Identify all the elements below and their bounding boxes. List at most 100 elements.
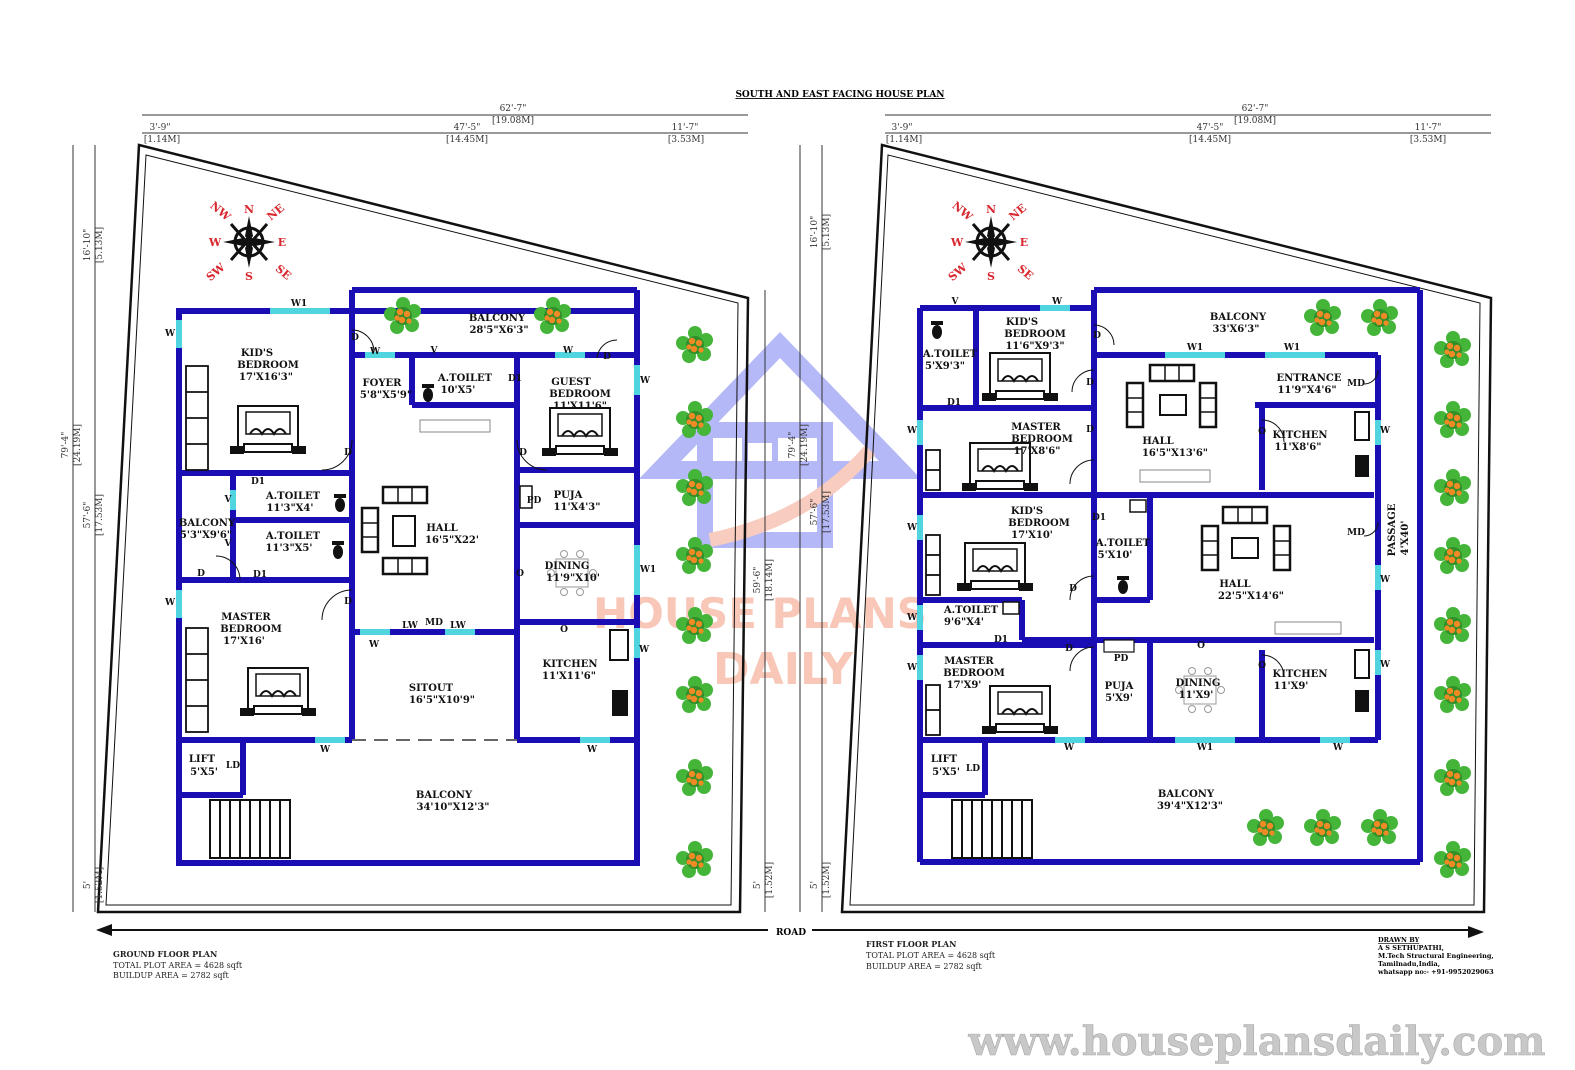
gf-mark-lw-1: LW bbox=[402, 621, 419, 631]
gf-mark-w-left2: W bbox=[164, 598, 176, 608]
gf-dim-vbot-m: [1.52M] bbox=[95, 867, 105, 903]
ff-hall-main-size: 22'5"X14'6" bbox=[1218, 591, 1284, 602]
ff-passage-size: 4'X40' bbox=[1400, 521, 1411, 556]
ff-dim-vtop: 16'-10" bbox=[810, 216, 820, 249]
ff-dim-left: 3'-9" bbox=[891, 123, 912, 133]
gf-balcony-top: BALCONY bbox=[469, 313, 526, 324]
ff-compass-w: W bbox=[950, 236, 964, 249]
gf-sitout-size: 16'5"X10'9" bbox=[409, 695, 475, 706]
ff-kids-bedroom-mid: KID'S bbox=[1011, 506, 1043, 517]
ff-caption: FIRST FLOOR PLAN bbox=[866, 939, 956, 949]
ff-mark-o-kitchen: O bbox=[1258, 427, 1266, 437]
gf-dim-vtotal-m: [24.19M] bbox=[73, 424, 83, 466]
gf-doors bbox=[215, 329, 618, 621]
ff-dim-vbot: 5' bbox=[810, 881, 820, 889]
gf-dim-vtop-m: [5.13M] bbox=[95, 227, 105, 263]
watermark-line1: HOUSE PLANS bbox=[593, 589, 927, 638]
ff-buildup-area: BUILDUP AREA = 2782 sqft bbox=[866, 962, 982, 971]
ff-dim-right-m: [3.53M] bbox=[1410, 135, 1446, 145]
gf-hall: HALL bbox=[426, 523, 457, 534]
ff-entrance: ENTRANCE bbox=[1277, 373, 1342, 384]
ff-balcony-bottom-size: 39'4"X12'3" bbox=[1157, 801, 1223, 812]
gf-compass-nw: NW bbox=[207, 199, 233, 224]
ff-balcony-top-size: 33'X6'3" bbox=[1213, 324, 1260, 335]
gf-dim-vmid: 57'-6" bbox=[83, 502, 93, 529]
ff-mark-md-entrance: MD bbox=[1347, 379, 1365, 389]
ff-kitchen-top-size: 11'X8'6" bbox=[1275, 442, 1322, 453]
gf-dining-size: 11'9"X10' bbox=[546, 573, 600, 584]
ff-mark-w-left-d: W bbox=[906, 663, 918, 673]
ff-dining-size: 11'X9' bbox=[1179, 690, 1214, 701]
ff-mark-d-kid-mid: D bbox=[1069, 584, 1077, 594]
gf-mark-md: MD bbox=[425, 618, 443, 628]
ff-mark-d1-top: D1 bbox=[947, 398, 961, 408]
ff-hall-main: HALL bbox=[1219, 579, 1250, 590]
ff-compass-n: N bbox=[986, 203, 996, 216]
gf-compass-sw: SW bbox=[204, 260, 228, 283]
gf-mark-w1-top: W1 bbox=[290, 299, 307, 309]
ff-walls bbox=[917, 287, 1423, 865]
ff-mark-w1-a: W1 bbox=[1186, 343, 1203, 353]
gf-lift-size: 5'X5' bbox=[190, 767, 218, 778]
gf-mark-ld: LD bbox=[226, 761, 240, 771]
ff-passage: PASSAGE bbox=[1387, 503, 1398, 556]
ff-kitchen-bottom-size: 11'X9' bbox=[1274, 681, 1309, 692]
ff-master-bedroom-top-2: BEDROOM bbox=[1011, 434, 1073, 445]
gf-mark-d-kid: D bbox=[351, 333, 359, 343]
ff-plot-area: TOTAL PLOT AREA = 4628 sqft bbox=[866, 951, 996, 960]
gf-dim-vtop: 16'-10" bbox=[83, 229, 93, 262]
gf-mark-o-dining: O bbox=[516, 569, 524, 579]
ff-hall-top-size: 16'5"X13'6" bbox=[1142, 448, 1208, 459]
gf-mark-w-foyer: W bbox=[369, 347, 381, 357]
ff-master-bedroom-bottom-2: BEDROOM bbox=[943, 668, 1005, 679]
ff-hall-top: HALL bbox=[1142, 436, 1173, 447]
gf-mark-w1-dining: W1 bbox=[639, 565, 656, 575]
ff-kitchen-top: KITCHEN bbox=[1273, 430, 1328, 441]
credit-block: DRAWN BY A S SETHUPATHI, M.Tech Structur… bbox=[1377, 936, 1494, 976]
ff-toilet-top-size: 5'X9'3" bbox=[925, 361, 965, 372]
gf-mark-d-guest: D bbox=[519, 448, 527, 458]
gf-toilet-b-size: 11'3"X5' bbox=[266, 543, 313, 554]
credit-degree: M.Tech Structural Engineering, bbox=[1378, 952, 1494, 960]
ff-compass bbox=[965, 216, 1017, 268]
ff-lift: LIFT bbox=[931, 754, 958, 765]
ff-mark-o-kitchen-bottom: O bbox=[1258, 661, 1266, 671]
gf-kids-bedroom: KID'S bbox=[241, 348, 273, 359]
ff-mark-d1-small: D1 bbox=[994, 635, 1008, 645]
gf-mark-o-kitchen: O bbox=[560, 625, 568, 635]
ff-compass-nw: NW bbox=[949, 199, 975, 224]
ff-lift-size: 5'X5' bbox=[932, 767, 960, 778]
gf-mark-d1-toilet-b: D1 bbox=[253, 570, 267, 580]
ff-dim-left-m: [1.14M] bbox=[886, 135, 922, 145]
gf-mark-d-balcony-side: D bbox=[197, 569, 205, 579]
ff-toilet-mid: A.TOILET bbox=[1095, 538, 1151, 549]
ff-mark-w-left-a: W bbox=[906, 426, 918, 436]
ff-toilet-small: A.TOILET bbox=[943, 605, 999, 616]
ff-mark-ld: LD bbox=[966, 764, 980, 774]
ff-mark-w-kitchen-bottom: W bbox=[1379, 660, 1391, 670]
gf-buildup-area: BUILDUP AREA = 2782 sqft bbox=[113, 971, 229, 980]
ff-mark-w-kitchen: W bbox=[1379, 426, 1391, 436]
gf-mark-v-toilet-b: V bbox=[224, 539, 233, 549]
gf-dim-left-m: [1.14M] bbox=[144, 135, 180, 145]
gf-mark-w-bottom1: W bbox=[319, 745, 331, 755]
gf-balcony-side: BALCONY bbox=[179, 518, 236, 529]
gf-kitchen-size: 11'X11'6" bbox=[542, 671, 596, 682]
gf-toilet-top: A.TOILET bbox=[437, 373, 493, 384]
gf-dim-vright-bot: 5' bbox=[753, 881, 763, 889]
gf-compass-n: N bbox=[244, 203, 254, 216]
ground-floor-plan: 62'-7" [19.08M] 3'-9" [1.14M] 47'-5" [14… bbox=[61, 104, 775, 980]
ff-compass-sw: SW bbox=[946, 260, 970, 283]
gf-wardrobes bbox=[185, 365, 209, 733]
ff-mark-d-kid: D bbox=[1093, 331, 1101, 341]
ff-puja-size: 5'X9' bbox=[1105, 693, 1133, 704]
gf-master-bedroom: MASTER bbox=[221, 612, 271, 623]
gf-compass-w: W bbox=[208, 236, 222, 249]
ff-kids-bedroom-top-2: BEDROOM bbox=[1004, 329, 1066, 340]
gf-balcony-bottom-size: 34'10"X12'3" bbox=[416, 802, 489, 813]
gf-mark-w-guest: W bbox=[562, 346, 574, 356]
gf-mark-d-kid2: D bbox=[344, 448, 352, 458]
ff-windows bbox=[917, 305, 1381, 743]
gf-compass-e: E bbox=[278, 236, 286, 249]
ff-dim-mid: 47'-5" bbox=[1197, 123, 1224, 133]
